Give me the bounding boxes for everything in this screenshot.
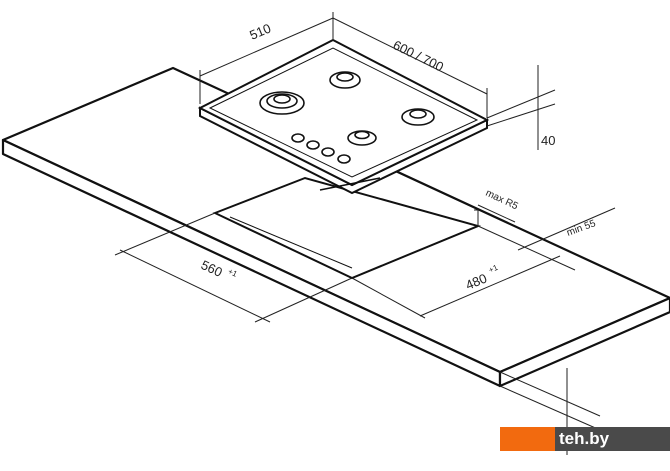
- dim-cutout-width: 560: [199, 257, 225, 280]
- dim-radius: max R5: [484, 188, 520, 213]
- watermark-text: teh.by: [555, 427, 670, 451]
- watermark-orange-bar: [500, 427, 555, 451]
- dim-min-edge: min 55: [565, 218, 597, 239]
- control-knobs: [291, 133, 351, 164]
- dim-width: 600 / 700: [391, 37, 446, 74]
- hob: [197, 38, 490, 195]
- dim-cutout-width-tol: +1: [227, 267, 240, 279]
- dim-cutout-depth-tol: +1: [487, 263, 499, 275]
- burners: [259, 71, 435, 146]
- dim-height: 40: [541, 133, 555, 148]
- dim-depth: 510: [247, 20, 273, 42]
- watermark: teh.by: [500, 427, 670, 451]
